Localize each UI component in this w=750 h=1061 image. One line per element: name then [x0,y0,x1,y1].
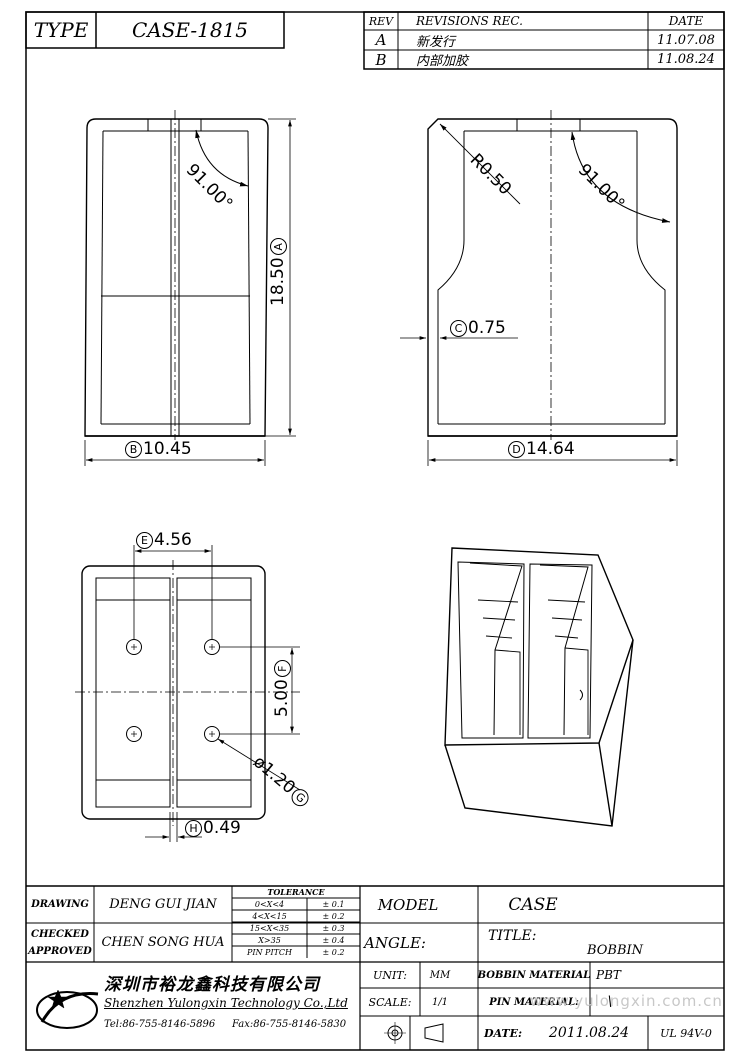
tolerance-range-3: 15<X<35 [249,923,290,933]
title-value: BOBBIN [586,942,644,958]
pin-material-value: \ [607,994,613,1010]
width-b-dim: B 10.45 [125,439,192,459]
bottom-view [75,545,301,842]
date-label: DATE: [483,1026,523,1040]
angle-label: ANGLE: [364,933,426,952]
rib-value: 0.49 [203,818,241,838]
side-view [84,110,296,466]
watermark: www.yulongxin.com.cn [530,992,723,1010]
pitch-x-tag: E [136,531,153,549]
model-value: CASE [508,894,558,915]
tolerance-value-5: ± 0.2 [322,947,345,957]
width-b-tag: B [125,440,142,458]
type-box [25,11,285,49]
rib-dim: H 0.49 [185,818,241,838]
bobbin-material-label: BOBBIN MATERIAL [477,969,591,981]
title-label: TITLE: [488,928,537,944]
pitch-y-tag: F [273,660,291,678]
pitch-x-dim: E 4.56 [136,530,192,550]
width-b-value: 10.45 [143,439,192,459]
wall-dim: C 0.75 [450,318,506,338]
unit-label: UNIT: [373,968,407,982]
unit-value: MM [429,969,451,981]
projection-symbol [384,1022,444,1044]
company-logo [36,989,99,1029]
type-label: TYPE [33,18,89,42]
rev-b-desc: 内部加胶 [416,54,469,69]
rev-b-date: 11.08.24 [657,52,715,67]
height-dim-value: 18.50 [268,257,288,306]
pitch-y-dim: 5.00 F [272,660,292,717]
company-name-en: Shenzhen Yulongxin Technology Co.,Ltd [104,996,348,1010]
tolerance-value-2: ± 0.2 [322,911,345,921]
rib-tag: H [185,819,202,837]
tolerance-range-1: 0<X<4 [254,899,285,909]
model-label: MODEL [377,895,439,914]
scale-value: 1/1 [431,996,449,1008]
pitch-y-value: 5.00 [272,679,292,717]
scale-label: SCALE: [368,995,412,1009]
checked-value: CHEN SONG HUA [101,935,225,950]
company-tel: Tel:86-755-8146-5896 [104,1019,216,1030]
checked-label: CHECKED [31,928,89,940]
rev-a: A [375,31,387,49]
drawing-value: DENG GUI JIAN [109,897,217,912]
wall-value: 0.75 [468,318,506,338]
isometric-view [444,547,634,827]
revisions-col-header: REVISIONS REC. [416,14,523,28]
rev-a-desc: 新发行 [416,34,456,50]
height-tag: A [269,238,287,256]
tolerance-range-4: X>35 [258,935,281,945]
company-name-cn: 深圳市裕龙鑫科技有限公司 [104,975,320,995]
date-value: 2011.08.24 [548,1025,630,1041]
height-dim: 18.50 A [268,238,288,306]
pin-material-label: PIN MATERIAL: [489,996,579,1008]
rev-b: B [375,50,387,69]
title-block-frame [26,885,724,1050]
rev-col-header: REV [368,14,394,28]
approved-label: APPROVED [28,945,92,957]
width-d-value: 14.64 [526,439,575,459]
revision-table [363,11,725,70]
tolerance-range-5: PIN PITCH [246,947,293,957]
width-d-dim: D 14.64 [508,439,575,459]
bobbin-material-value: PBT [596,968,621,982]
type-value: CASE-1815 [131,18,249,42]
tolerance-title: TOLERANCE [267,887,325,897]
company-fax: Fax:86-755-8146-5830 [232,1019,347,1030]
tolerance-range-2: 4<X<15 [252,911,287,921]
width-d-tag: D [508,440,525,458]
wall-tag: C [450,319,467,337]
tolerance-value-4: ± 0.4 [322,935,345,945]
ul-rating: UL 94V-0 [660,1026,712,1040]
rev-a-date: 11.07.08 [657,32,715,48]
tolerance-value-1: ± 0.1 [322,899,345,909]
pitch-x-value: 4.56 [154,530,192,550]
date-col-header: DATE [668,14,704,28]
tolerance-value-3: ± 0.3 [322,923,345,933]
front-view [400,110,678,466]
drawing-label: DRAWING [31,899,89,910]
